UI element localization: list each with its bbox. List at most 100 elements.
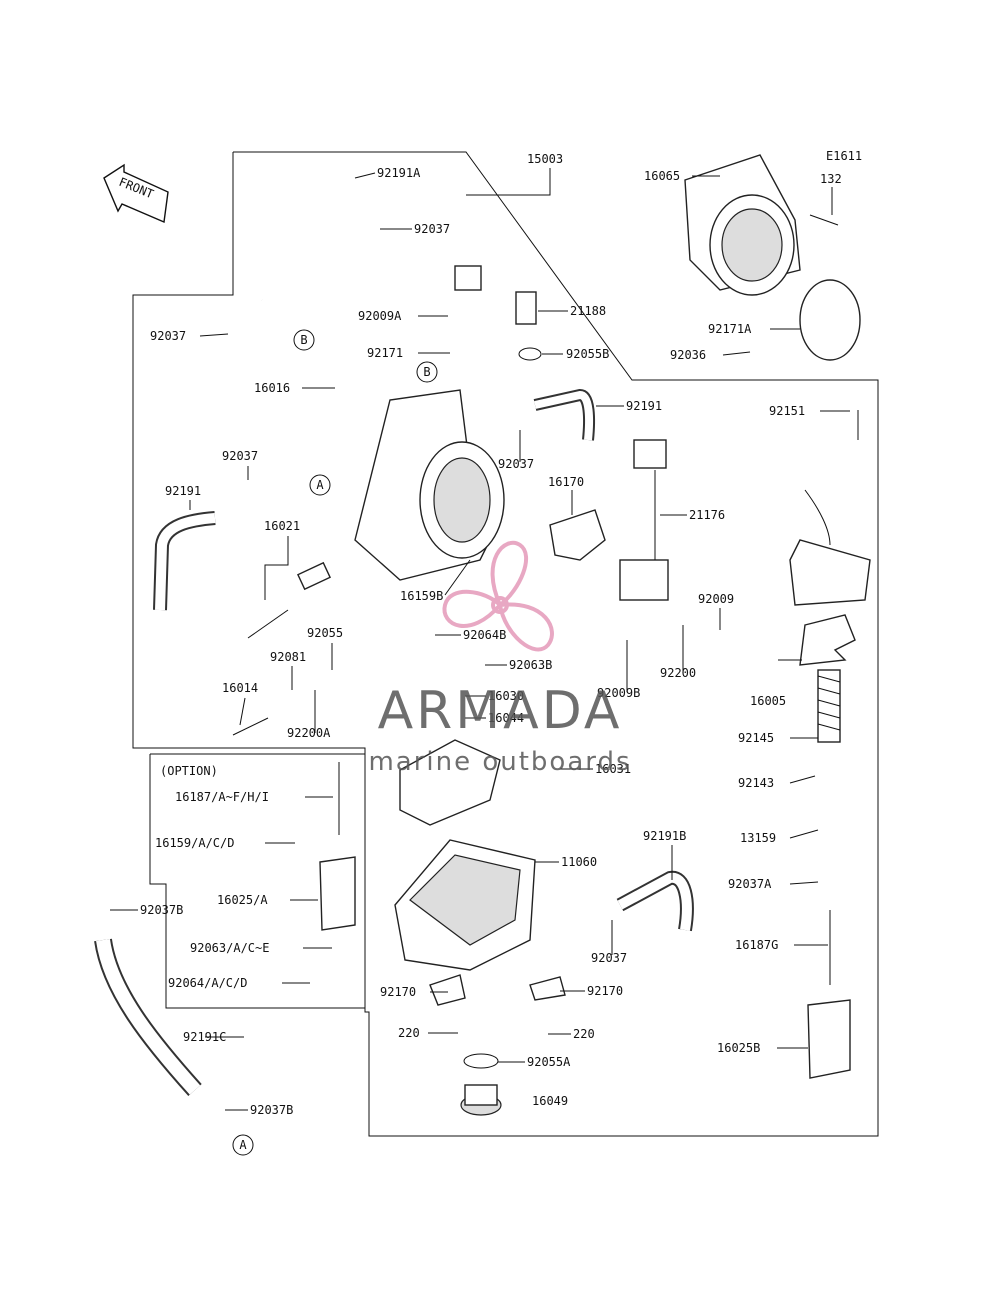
- leader-line: [789, 829, 819, 839]
- part-spring-92145: [817, 669, 841, 743]
- armada-watermark: ARMADA marine outboards: [368, 540, 631, 777]
- part-number-label: 92009: [698, 592, 734, 606]
- part-number-label: 92037B: [250, 1103, 293, 1117]
- part-number-label: 92037: [222, 449, 258, 463]
- diagram-code: E1611: [826, 149, 862, 163]
- part-number-label: 92037A: [728, 877, 772, 891]
- part-number-label: 92037B: [140, 903, 183, 917]
- callout-letter: A: [239, 1138, 247, 1152]
- part-number-label: 92145: [738, 731, 774, 745]
- part-hose-92191: [153, 511, 216, 611]
- part-number-label: 92170: [587, 984, 623, 998]
- part-number-label: 16049: [532, 1094, 568, 1108]
- callout-b-left: B: [293, 329, 315, 351]
- callout-letter: B: [423, 365, 430, 379]
- part-number-label: 92036: [670, 348, 706, 362]
- part-number-label: 92191A: [377, 166, 421, 180]
- part-clamp-92171A: [799, 279, 861, 361]
- part-number-label: 92037: [150, 329, 186, 343]
- part-number-label: 220: [573, 1027, 595, 1041]
- part-number-label: 92037: [498, 457, 534, 471]
- callout-letter: A: [316, 478, 324, 492]
- leader-line: [239, 697, 246, 726]
- part-number-label: 92191B: [643, 829, 686, 843]
- part-number-label: 92143: [738, 776, 774, 790]
- part-number-label: 92200: [660, 666, 696, 680]
- callout-a-bottom: A: [232, 1134, 254, 1156]
- part-throttle-valve-16025A: [319, 856, 356, 931]
- part-oring-92055A: [463, 1053, 499, 1069]
- part-number-label: 16031: [595, 762, 631, 776]
- part-hose-92191B: [616, 870, 694, 932]
- part-number-label: 92055A: [527, 1055, 571, 1069]
- part-gasket-16005: [799, 614, 856, 666]
- part-number-label: 16005: [750, 694, 786, 708]
- leader-line: [264, 536, 289, 600]
- leader-line: [466, 168, 551, 196]
- part-number-label: 92064B: [463, 628, 506, 642]
- part-number-label: 92055: [307, 626, 343, 640]
- part-number-label: 16170: [548, 475, 584, 489]
- part-sensor-21176: [619, 439, 669, 601]
- part-number-label: 92191C: [183, 1030, 226, 1044]
- part-throttle-valve-16025B: [807, 999, 851, 1079]
- propeller-logo-icon: [442, 540, 554, 652]
- part-number-label: 92191: [626, 399, 662, 413]
- part-number-label: 92037: [591, 951, 627, 965]
- part-number-label: 92055B: [566, 347, 609, 361]
- part-number-label: 92171: [367, 346, 403, 360]
- part-number-label: 16065: [644, 169, 680, 183]
- part-screw-16014: [232, 717, 269, 736]
- part-number-label: 92151: [769, 404, 805, 418]
- part-number-label: 92037: [414, 222, 450, 236]
- part-float-bowl-11060: [394, 839, 536, 971]
- part-plate-92170: [429, 974, 566, 1006]
- part-number-label: 16016: [254, 381, 290, 395]
- part-number-label: 92171A: [708, 322, 752, 336]
- part-number-label: 92170: [380, 985, 416, 999]
- part-hose-92191C: [94, 938, 202, 1097]
- part-oring-92055B: [518, 347, 542, 361]
- part-number-label: 16159B: [400, 589, 443, 603]
- part-number-label: 11060: [561, 855, 597, 869]
- part-number-label: 16014: [222, 681, 258, 695]
- part-top-cover: [789, 489, 871, 606]
- watermark-tagline: marine outboards: [368, 747, 631, 777]
- part-number-label: 16025/A: [217, 893, 268, 907]
- part-number-label: 21176: [689, 508, 725, 522]
- part-screw-16021: [247, 561, 331, 639]
- part-number-label: 132: [820, 172, 842, 186]
- part-number-label: 16025B: [717, 1041, 760, 1055]
- part-number-label: 16159/A/C/D: [155, 836, 234, 850]
- part-number-label: 92009B: [597, 686, 640, 700]
- leader-line: [722, 351, 751, 356]
- callout-letter: B: [300, 333, 307, 347]
- part-number-label: 16044: [488, 711, 524, 725]
- part-number-label: 21188: [570, 304, 606, 318]
- part-number-label: 92009A: [358, 309, 402, 323]
- leader-line: [199, 333, 229, 337]
- front-arrow-icon: [103, 163, 169, 224]
- leader-line: [789, 881, 819, 885]
- callout-b-right: B: [416, 361, 438, 383]
- part-number-label: 16187/A~F/H/I: [175, 790, 269, 804]
- part-number-label: 92200A: [287, 726, 331, 740]
- leader-line: [444, 559, 471, 596]
- leader-lines: [110, 168, 850, 1111]
- part-throttle-sensor-16170: [549, 509, 606, 561]
- part-number-label: 92064/A/C/D: [168, 976, 247, 990]
- part-hose-upper-92191: [533, 388, 595, 441]
- watermark-brand: ARMADA: [378, 681, 623, 741]
- callout-a-top: A: [309, 474, 331, 496]
- part-number-label: 92191: [165, 484, 201, 498]
- part-hose-92191A: [253, 160, 359, 301]
- part-number-label: 92081: [270, 650, 306, 664]
- part-number-label: 16021: [264, 519, 300, 533]
- part-drain-plug-16049: [460, 1084, 502, 1116]
- part-number-label: 92063/A/C~E: [190, 941, 269, 955]
- part-number-label: 16030: [488, 689, 524, 703]
- leader-line: [354, 172, 376, 179]
- option-label: (OPTION): [160, 764, 218, 778]
